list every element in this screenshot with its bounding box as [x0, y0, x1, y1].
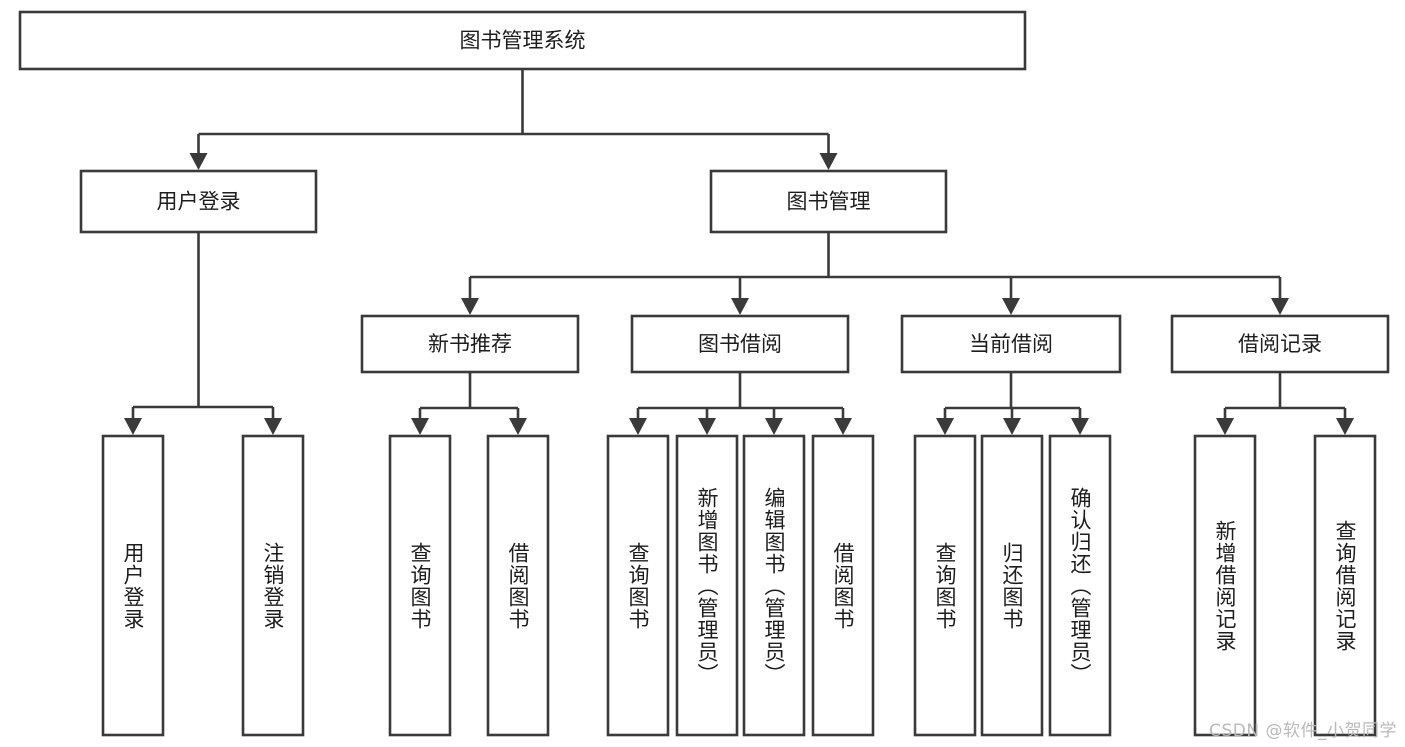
leaf-node-rect[interactable] — [742, 434, 806, 737]
arrow-head-icon — [1071, 418, 1089, 435]
leaf-node-0[interactable] — [101, 434, 165, 737]
leaf-node-1[interactable] — [241, 434, 305, 737]
level2-node-1[interactable]: 图书管理 — [709, 169, 948, 234]
arrow-head-icon — [1336, 418, 1354, 435]
arrow-head-icon — [124, 418, 142, 435]
leaf-node-rect[interactable] — [241, 434, 305, 737]
connectors-layer — [124, 69, 1354, 435]
level3-node-1[interactable]: 图书借阅 — [630, 314, 850, 374]
leaf-node-rect[interactable] — [913, 434, 977, 737]
arrow-head-icon — [936, 418, 954, 435]
arrow-head-icon — [765, 418, 783, 435]
level2-node-rect[interactable] — [709, 169, 948, 234]
watermark-text: CSDN @软件_小贺同学 — [1209, 721, 1397, 741]
arrow-head-icon — [509, 418, 527, 435]
arrow-head-icon — [629, 418, 647, 435]
level3-node-label: 新书推荐 — [428, 332, 512, 356]
leaf-node-rect[interactable] — [980, 434, 1044, 737]
leaf-node-rect[interactable] — [606, 434, 670, 737]
level3-node-label: 当前借阅 — [969, 332, 1053, 356]
leaf-node-11[interactable] — [1193, 434, 1257, 737]
leaf-node-12[interactable] — [1313, 434, 1377, 737]
root-node-0[interactable]: 图书管理系统 — [18, 10, 1027, 71]
arrow-head-icon — [834, 418, 852, 435]
arrow-head-icon — [189, 153, 208, 170]
leaf-node-10[interactable] — [1048, 434, 1112, 737]
arrow-head-icon — [461, 298, 479, 315]
leaf-node-6[interactable] — [742, 434, 806, 737]
leaf-node-2[interactable] — [388, 434, 452, 737]
level3-node-rect[interactable] — [1170, 314, 1390, 374]
leaf-node-7[interactable] — [811, 434, 875, 737]
level3-node-label: 借阅记录 — [1238, 332, 1322, 356]
leaf-node-rect[interactable] — [675, 434, 739, 737]
level2-node-label: 图书管理 — [787, 190, 871, 214]
level3-node-0[interactable]: 新书推荐 — [360, 314, 580, 374]
leaf-node-5[interactable] — [675, 434, 739, 737]
arrow-head-icon — [1271, 298, 1289, 315]
arrow-head-icon — [411, 418, 429, 435]
level2-node-label: 用户登录 — [157, 190, 241, 214]
level3-node-3[interactable]: 借阅记录 — [1170, 314, 1390, 374]
level3-node-rect[interactable] — [360, 314, 580, 374]
root-node-rect[interactable] — [18, 10, 1027, 71]
level3-node-rect[interactable] — [900, 314, 1122, 374]
leaf-node-rect[interactable] — [1048, 434, 1112, 737]
leaf-node-rect[interactable] — [388, 434, 452, 737]
leaf-node-3[interactable] — [486, 434, 550, 737]
level3-node-label: 图书借阅 — [698, 332, 782, 356]
level2-node-0[interactable]: 用户登录 — [79, 169, 318, 234]
arrow-head-icon — [1216, 418, 1234, 435]
leaf-node-8[interactable] — [913, 434, 977, 737]
arrow-head-icon — [698, 418, 716, 435]
arrow-head-icon — [264, 418, 282, 435]
leaf-node-4[interactable] — [606, 434, 670, 737]
arrow-head-icon — [819, 153, 838, 170]
root-node-label: 图书管理系统 — [460, 29, 586, 53]
arrow-head-icon — [731, 298, 749, 315]
level3-node-2[interactable]: 当前借阅 — [900, 314, 1122, 374]
arrow-head-icon — [1003, 418, 1021, 435]
leaf-node-rect[interactable] — [486, 434, 550, 737]
leaf-node-rect[interactable] — [811, 434, 875, 737]
level3-node-rect[interactable] — [630, 314, 850, 374]
leaf-node-rect[interactable] — [1313, 434, 1377, 737]
leaf-node-9[interactable] — [980, 434, 1044, 737]
leaf-node-rect[interactable] — [1193, 434, 1257, 737]
arrow-head-icon — [1002, 298, 1020, 315]
level2-node-rect[interactable] — [79, 169, 318, 234]
leaf-node-rect[interactable] — [101, 434, 165, 737]
